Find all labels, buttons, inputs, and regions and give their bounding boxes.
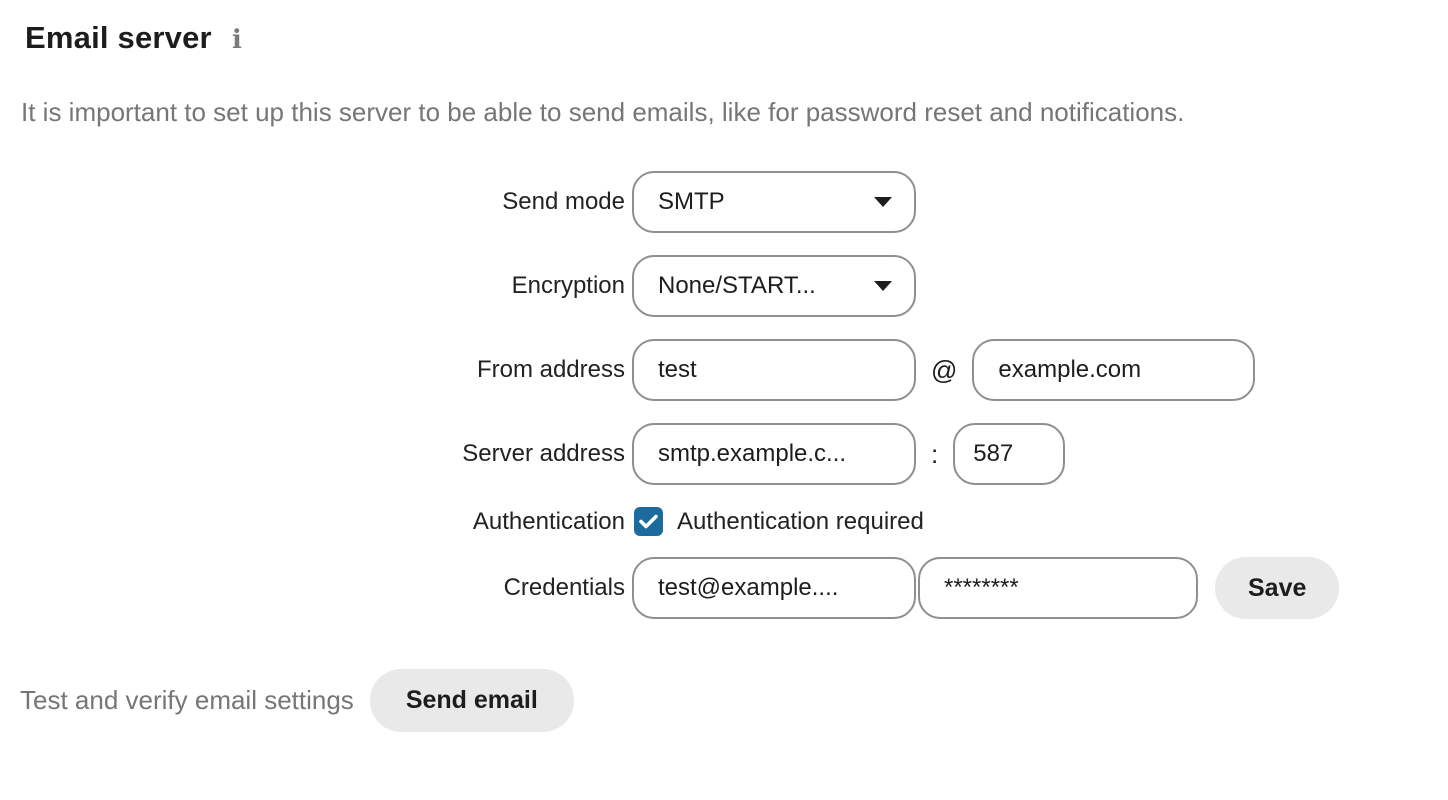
authentication-checkbox[interactable] bbox=[634, 507, 663, 536]
from-address-row: From address @ bbox=[0, 339, 1448, 401]
info-icon[interactable]: ℹ bbox=[231, 25, 242, 55]
from-address-local-input[interactable] bbox=[632, 339, 916, 401]
authentication-row: Authentication Authentication required bbox=[0, 507, 1448, 536]
page-title: Email server bbox=[25, 20, 212, 55]
checkmark-icon bbox=[639, 514, 658, 529]
from-address-label: From address bbox=[476, 356, 625, 383]
send-mode-select[interactable]: SMTP bbox=[632, 171, 916, 233]
credentials-username-input[interactable] bbox=[632, 557, 916, 619]
test-email-row: Test and verify email settings Send emai… bbox=[20, 669, 1448, 732]
email-server-form: Send mode SMTP Encryption None/START... … bbox=[0, 171, 1448, 619]
save-button[interactable]: Save bbox=[1215, 557, 1340, 619]
at-separator: @ bbox=[931, 354, 958, 385]
authentication-label: Authentication bbox=[472, 507, 625, 535]
credentials-password-input[interactable] bbox=[918, 557, 1198, 619]
server-address-host-input[interactable] bbox=[632, 423, 916, 485]
server-address-label: Server address bbox=[462, 440, 625, 467]
chevron-down-icon bbox=[874, 197, 892, 207]
section-header: Email server ℹ bbox=[25, 20, 1448, 56]
server-address-row: Server address : bbox=[0, 423, 1448, 485]
encryption-select[interactable]: None/START... bbox=[632, 255, 916, 317]
from-address-domain-input[interactable] bbox=[972, 339, 1256, 401]
send-mode-value: SMTP bbox=[658, 188, 725, 215]
encryption-value: None/START... bbox=[658, 272, 816, 299]
section-subtitle: It is important to set up this server to… bbox=[21, 97, 1185, 127]
email-server-settings-page: Email server ℹ It is important to set up… bbox=[0, 20, 1448, 800]
credentials-row: Credentials Save bbox=[0, 557, 1448, 619]
send-mode-row: Send mode SMTP bbox=[0, 171, 1448, 233]
encryption-label: Encryption bbox=[511, 272, 625, 299]
send-mode-label: Send mode bbox=[502, 188, 625, 215]
authentication-required-label[interactable]: Authentication required bbox=[677, 507, 924, 535]
chevron-down-icon bbox=[874, 281, 892, 291]
server-address-port-input[interactable] bbox=[953, 423, 1066, 485]
send-email-button[interactable]: Send email bbox=[369, 669, 574, 732]
test-settings-label: Test and verify email settings bbox=[20, 685, 354, 715]
colon-separator: : bbox=[931, 438, 939, 469]
credentials-label: Credentials bbox=[503, 574, 625, 601]
encryption-row: Encryption None/START... bbox=[0, 255, 1448, 317]
